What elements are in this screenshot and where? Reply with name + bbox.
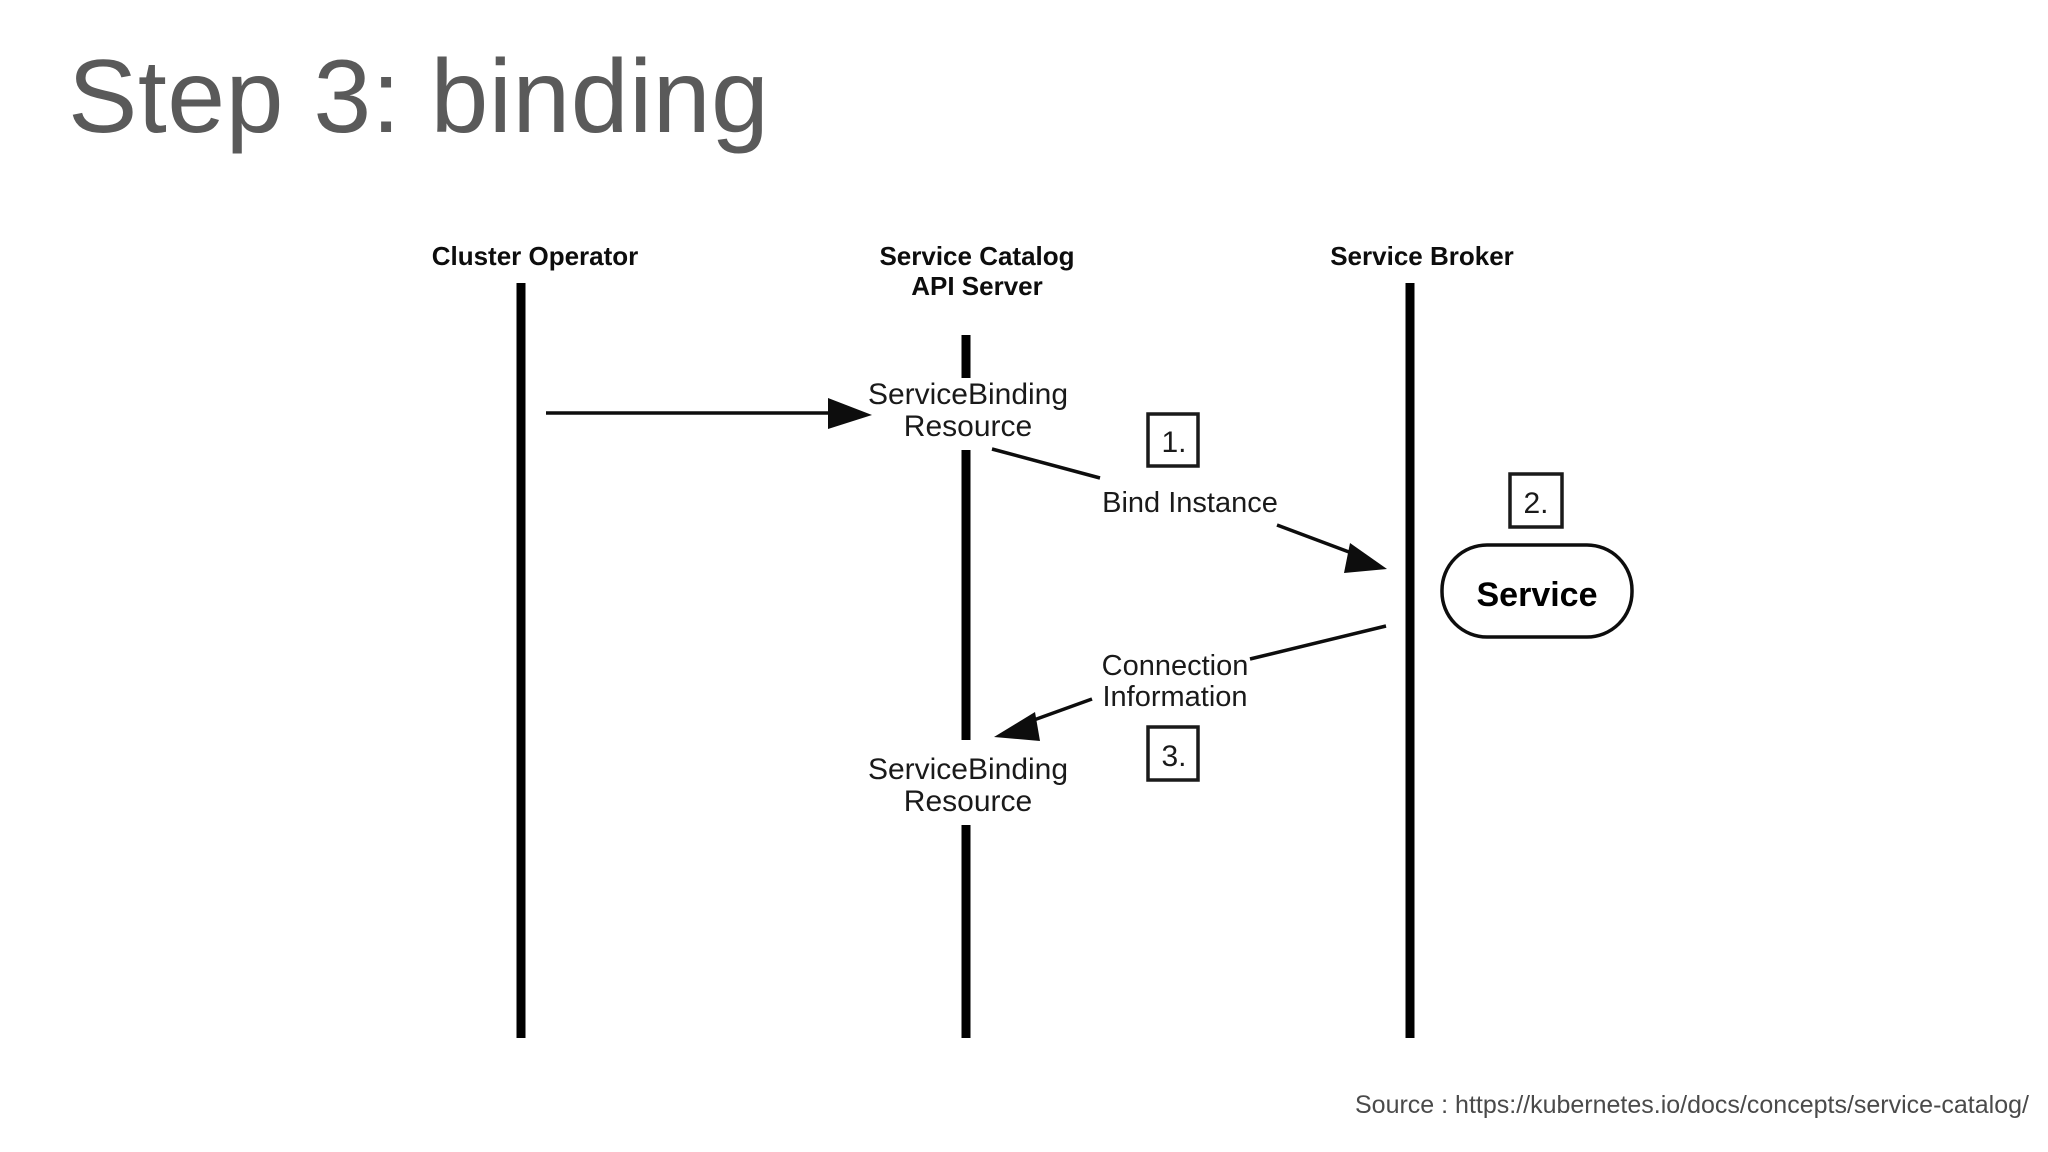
lane-title-cluster-operator: Cluster Operator <box>432 241 639 271</box>
lane-title-service-broker: Service Broker <box>1330 241 1514 271</box>
lane-title-service-catalog-line2: API Server <box>911 271 1043 301</box>
page-title: Step 3: binding <box>68 39 770 155</box>
node-servicebinding-resource-bottom-line1: ServiceBinding <box>868 753 1068 786</box>
node-service-box <box>1440 543 1634 639</box>
edge-bind-instance-label: Bind Instance <box>1102 487 1278 519</box>
step-label-3: 3. <box>1161 740 1186 773</box>
source-note: Source : https://kubernetes.io/docs/conc… <box>1355 1091 2029 1119</box>
node-servicebinding-resource-top-line2: Resource <box>904 410 1032 443</box>
step-box-3 <box>1146 725 1200 782</box>
step-label-2: 2. <box>1523 487 1548 520</box>
node-service-label: Service <box>1477 576 1598 614</box>
node-servicebinding-resource-bottom-line2: Resource <box>904 785 1032 818</box>
step-box-2 <box>1508 472 1564 529</box>
edge-bind-instance-line-upper <box>991 447 1101 480</box>
edge-connection-information-line-upper <box>1249 624 1387 661</box>
edge-connection-information-line2: Information <box>1102 681 1247 713</box>
edge-bind-instance-arrowhead <box>1344 543 1387 573</box>
step-box-1 <box>1146 412 1200 468</box>
node-servicebinding-resource-top-line1: ServiceBinding <box>868 378 1068 411</box>
edge-connection-information-line1: Connection <box>1102 650 1249 682</box>
step-label-1: 1. <box>1161 426 1186 459</box>
edge-connection-information-arrowhead <box>994 712 1040 741</box>
edge-create-binding-arrowhead <box>828 398 872 429</box>
lane-title-service-catalog-line1: Service Catalog <box>879 241 1074 271</box>
